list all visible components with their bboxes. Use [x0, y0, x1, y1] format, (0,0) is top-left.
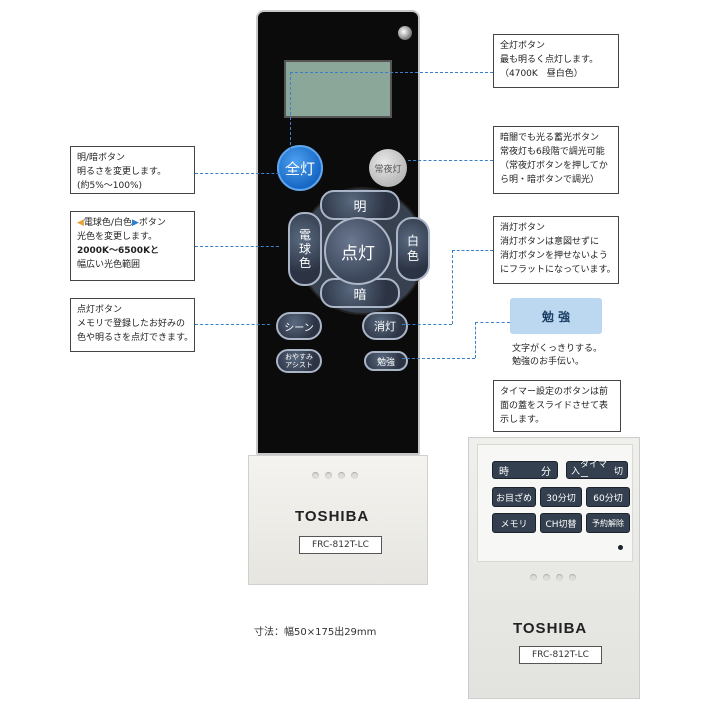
brand-logo: TOSHIBA: [295, 508, 370, 525]
mei-button[interactable]: 明: [320, 190, 400, 220]
brand-logo-2: TOSHIBA: [513, 620, 588, 637]
oyasumi-label-2: アシスト: [285, 361, 313, 369]
cool-arrow-icon: ▶: [131, 218, 139, 228]
denkyu-label-1: 電: [298, 228, 311, 242]
denkyu-button[interactable]: 電 球 色: [288, 212, 322, 286]
callout-color-title: ◀電球色/白色▶ボタン: [77, 216, 188, 230]
remote-face: 全灯 常夜灯 明 暗 電 球 色 白 色 点灯 シーン 消灯 おやすみ アシスト…: [256, 10, 430, 455]
sensor-led: [398, 26, 412, 40]
callout-zentou: 全灯ボタン 最も明るく点灯します。 （4700K 昼白色）: [493, 34, 619, 88]
callout-color-line1: 光色を変更します。: [77, 232, 158, 242]
callout-timer-line2: 面の蓋をスライドさせて表: [500, 401, 609, 411]
leader-zentou-h: [290, 72, 493, 73]
leader-zentou-v: [290, 72, 291, 150]
leader-benkyou-h: [475, 322, 510, 323]
leader-joyato: [408, 160, 493, 161]
callout-zentou-line2: （4700K 昼白色）: [500, 69, 583, 79]
callout-timer-line1: タイマー設定のボタンは前: [500, 387, 609, 397]
minute-label: 分: [541, 466, 551, 478]
callout-joyato-line2: （常夜灯ボタンを押してか: [500, 161, 608, 171]
callout-tentou: 点灯ボタン メモリで登録したお好みの 色や明るさを点灯できます。: [70, 298, 195, 352]
remote-control: 全灯 常夜灯 明 暗 電 球 色 白 色 点灯 シーン 消灯 おやすみ アシスト…: [248, 10, 430, 585]
callout-joyato-title: 暗闇でも光る蓄光ボタン: [500, 133, 600, 143]
benkyou-sample: 勉 強: [510, 298, 602, 334]
callout-color-line3: 幅広い光色範囲: [77, 260, 141, 270]
shoutou-button[interactable]: 消灯: [362, 312, 408, 340]
timer-label: タイマー: [580, 460, 608, 483]
callout-color: ◀電球色/白色▶ボタン 光色を変更します。 2000K〜6500Kと 幅広い光色…: [70, 211, 195, 281]
timer-button[interactable]: 入 タイマー 切: [566, 460, 628, 483]
hour-label: 時: [499, 466, 509, 478]
callout-timer-line3: 示します。: [500, 415, 545, 425]
callout-joyato-line1: 常夜灯も6段階で調光可能: [500, 147, 605, 157]
callout-shoutou-line2: 消灯ボタンを押せないよう: [500, 251, 608, 261]
callout-joyato: 暗闇でも光る蓄光ボタン 常夜灯も6段階で調光可能 （常夜灯ボタンを押してか ら明…: [493, 126, 619, 194]
timer-on-label: 入: [571, 466, 581, 477]
callout-joyato-line3: ら明・暗ボタンで調光）: [500, 175, 600, 185]
callout-color-line2: 2000K〜6500Kと: [77, 246, 160, 256]
callout-color-title-b: ボタン: [138, 218, 166, 228]
indicator-dot: [618, 545, 623, 550]
denkyu-label-2: 球: [298, 242, 311, 256]
callout-color-title-a: 電球色/白色: [83, 218, 132, 228]
cancel-reservation-button[interactable]: 予約解除: [586, 513, 630, 533]
memory-button[interactable]: メモリ: [492, 513, 536, 533]
denkyu-label-3: 色: [298, 256, 311, 270]
hakushoku-button[interactable]: 白 色: [396, 217, 430, 281]
callout-shoutou-title: 消灯ボタン: [500, 223, 546, 233]
leader-shoutou-end: [402, 324, 452, 325]
remote-timer-body: 時 分 入 タイマー 切 お目ざめ 30分切 60分切 メモリ CH切替 予約解…: [468, 437, 640, 699]
off-60-button[interactable]: 60分切: [586, 487, 630, 507]
remote-timer-view: 時 分 入 タイマー 切 お目ざめ 30分切 60分切 メモリ CH切替 予約解…: [468, 437, 640, 699]
scene-button[interactable]: シーン: [276, 312, 322, 340]
an-label: 暗: [353, 287, 367, 303]
callout-zentou-line1: 最も明るく点灯します。: [500, 55, 599, 65]
cover-dots: [312, 472, 358, 479]
benkyou-text: 文字がくっきりする。 勉強のお手伝い。: [512, 343, 602, 369]
model-label: FRC-812T-LC: [299, 536, 382, 554]
lcd-display: [284, 60, 392, 118]
callout-tentou-line2: 色や明るさを点灯できます。: [77, 333, 194, 343]
benkyou-line1: 文字がくっきりする。: [512, 344, 603, 354]
callout-meian-line1: 明るさを変更します。: [77, 167, 167, 177]
leader-shoutou-h: [452, 250, 493, 251]
time-set-button[interactable]: 時 分: [492, 461, 558, 479]
off-30-button[interactable]: 30分切: [540, 487, 582, 507]
callout-meian: 明/暗ボタン 明るさを変更します。 (約5%〜100%): [70, 146, 195, 194]
oyasumi-button[interactable]: おやすみ アシスト: [276, 349, 322, 373]
tentou-button[interactable]: 点灯: [324, 217, 392, 285]
benkyou-line2: 勉強のお手伝い。: [512, 357, 585, 367]
model-label-2: FRC-812T-LC: [519, 646, 602, 664]
hakushoku-label-2: 色: [406, 249, 419, 263]
callout-zentou-title: 全灯ボタン: [500, 41, 546, 51]
oyasumi-label-1: おやすみ: [285, 353, 313, 361]
dimensions-text: 寸法：幅50×175出29mm: [254, 627, 377, 638]
callout-shoutou: 消灯ボタン 消灯ボタンは意図せずに 消灯ボタンを押せないよう にフラットになって…: [493, 216, 619, 284]
leader-shoutou-v: [452, 250, 453, 324]
callout-shoutou-line1: 消灯ボタンは意図せずに: [500, 237, 600, 247]
warm-arrow-icon: ◀: [77, 218, 84, 228]
timer-panel: 時 分 入 タイマー 切 お目ざめ 30分切 60分切 メモリ CH切替 予約解…: [477, 444, 633, 562]
callout-meian-line2: (約5%〜100%): [77, 181, 143, 191]
callout-shoutou-line3: にフラットになっています。: [500, 265, 616, 275]
hakushoku-label-1: 白: [406, 234, 419, 248]
leader-benkyou-v: [475, 322, 476, 358]
cover-dots-2: [530, 574, 576, 581]
leader-tentou: [195, 324, 270, 325]
leader-color: [195, 246, 279, 247]
callout-tentou-line1: メモリで登録したお好みの: [77, 319, 186, 329]
joyato-button[interactable]: 常夜灯: [369, 149, 407, 187]
callout-timer: タイマー設定のボタンは前 面の蓋をスライドさせて表 示します。: [493, 380, 621, 432]
leader-benkyou-end: [402, 358, 475, 359]
benkyou-button[interactable]: 勉強: [364, 351, 408, 371]
mei-label: 明: [353, 199, 367, 215]
callout-tentou-title: 点灯ボタン: [77, 305, 123, 315]
remote-cover: TOSHIBA FRC-812T-LC: [248, 455, 428, 585]
leader-meian: [195, 173, 305, 174]
zentou-button[interactable]: 全灯: [277, 145, 323, 191]
timer-off-label: 切: [613, 466, 623, 477]
callout-meian-title: 明/暗ボタン: [77, 153, 126, 163]
ch-switch-button[interactable]: CH切替: [540, 513, 582, 533]
omezame-button[interactable]: お目ざめ: [492, 487, 536, 507]
